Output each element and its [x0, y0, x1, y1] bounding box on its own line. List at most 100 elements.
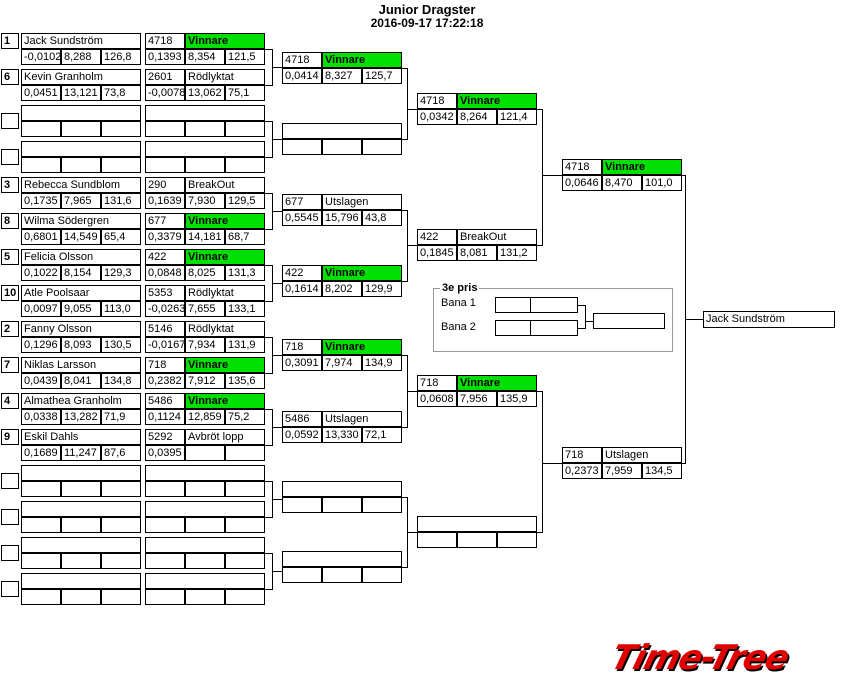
- car-number[interactable]: 4718: [145, 33, 185, 49]
- round2-reaction-time: 0,3091: [282, 355, 322, 371]
- driver-name[interactable]: Niklas Larsson: [21, 357, 141, 373]
- driver-name-empty[interactable]: [21, 141, 141, 157]
- round2-car-number[interactable]: 4718: [282, 52, 322, 68]
- lane1-input-b[interactable]: [530, 297, 578, 313]
- driver-name[interactable]: Rebecca Sundblom: [21, 177, 141, 193]
- run-status[interactable]: Vinnare: [185, 393, 265, 409]
- semifinal-speed: 101,0: [642, 175, 682, 191]
- driver-name[interactable]: Almathea Granholm: [21, 393, 141, 409]
- round2-car-number[interactable]: 5486: [282, 411, 322, 427]
- elapsed-time-2: 7,934: [185, 337, 225, 353]
- run-status[interactable]: Vinnare: [185, 33, 265, 49]
- car-number[interactable]: 677: [145, 213, 185, 229]
- round3-car-number[interactable]: 4718: [417, 93, 457, 109]
- round3-status[interactable]: BreakOut: [457, 229, 537, 245]
- bracket-line: [272, 283, 282, 284]
- seed-number-empty: [1, 581, 19, 597]
- seed-number: 3: [1, 177, 19, 193]
- bracket-line: [407, 391, 417, 392]
- driver-name-empty[interactable]: [21, 537, 141, 553]
- round2-status[interactable]: Vinnare: [322, 265, 402, 281]
- round3-empty[interactable]: [417, 516, 537, 532]
- round3-car-number[interactable]: 718: [417, 375, 457, 391]
- result-empty[interactable]: [145, 501, 265, 517]
- seed-number-empty: [1, 509, 19, 525]
- round3-status[interactable]: Vinnare: [457, 375, 537, 391]
- result-empty[interactable]: [145, 141, 265, 157]
- round2-status[interactable]: Vinnare: [322, 339, 402, 355]
- round2-status[interactable]: Vinnare: [322, 52, 402, 68]
- result-empty[interactable]: [145, 573, 265, 589]
- lane1-input[interactable]: [495, 297, 531, 313]
- round3-status[interactable]: Vinnare: [457, 93, 537, 109]
- car-number[interactable]: 2601: [145, 69, 185, 85]
- result-empty[interactable]: [145, 465, 265, 481]
- car-number[interactable]: 5292: [145, 429, 185, 445]
- driver-name[interactable]: Fanny Olsson: [21, 321, 141, 337]
- run-status[interactable]: Rödlyktat: [185, 285, 265, 301]
- car-number[interactable]: 5146: [145, 321, 185, 337]
- bracket-line: [272, 499, 282, 500]
- round2-empty[interactable]: [282, 481, 402, 497]
- run-status[interactable]: Rödlyktat: [185, 321, 265, 337]
- third-place-result[interactable]: [593, 313, 665, 329]
- driver-name[interactable]: Atle Poolsaar: [21, 285, 141, 301]
- speed: 131,6: [101, 193, 141, 209]
- driver-name[interactable]: Eskil Dahls: [21, 429, 141, 445]
- semifinal-status[interactable]: Utslagen: [602, 447, 682, 463]
- round2-elapsed-time: 8,327: [322, 68, 362, 84]
- round2-car-number[interactable]: 718: [282, 339, 322, 355]
- car-number[interactable]: 422: [145, 249, 185, 265]
- semifinal-car-number[interactable]: 718: [562, 447, 602, 463]
- lane2-input-b[interactable]: [530, 320, 578, 336]
- result-empty[interactable]: [145, 105, 265, 121]
- empty-cell: [21, 517, 61, 533]
- semifinal-elapsed-time: 8,470: [602, 175, 642, 191]
- driver-name[interactable]: Wilma Södergren: [21, 213, 141, 229]
- driver-name[interactable]: Jack Sundström: [21, 33, 141, 49]
- bracket-line: [407, 68, 408, 140]
- empty-cell: [185, 517, 225, 533]
- elapsed-time: 8,093: [61, 337, 101, 353]
- lane2-input[interactable]: [495, 320, 531, 336]
- round2-car-number[interactable]: 422: [282, 265, 322, 281]
- semifinal-car-number[interactable]: 4718: [562, 159, 602, 175]
- run-status[interactable]: Avbröt lopp: [185, 429, 265, 445]
- result-empty[interactable]: [145, 537, 265, 553]
- speed-2: 133,1: [225, 301, 265, 317]
- run-status[interactable]: Vinnare: [185, 249, 265, 265]
- car-number[interactable]: 718: [145, 357, 185, 373]
- empty-cell: [101, 157, 141, 173]
- champion-box[interactable]: Jack Sundström: [703, 311, 835, 328]
- round2-empty[interactable]: [282, 551, 402, 567]
- round2-status[interactable]: Utslagen: [322, 411, 402, 427]
- elapsed-time-2: 7,655: [185, 301, 225, 317]
- bracket-line: [265, 337, 273, 338]
- elapsed-time-2: 8,025: [185, 265, 225, 281]
- car-number[interactable]: 290: [145, 177, 185, 193]
- round2-empty: [362, 497, 402, 513]
- driver-name[interactable]: Felicia Olsson: [21, 249, 141, 265]
- driver-name-empty[interactable]: [21, 501, 141, 517]
- bracket-line: [265, 193, 273, 194]
- run-status[interactable]: BreakOut: [185, 177, 265, 193]
- bracket-line: [402, 281, 408, 282]
- car-number[interactable]: 5486: [145, 393, 185, 409]
- semifinal-status[interactable]: Vinnare: [602, 159, 682, 175]
- round2-status[interactable]: Utslagen: [322, 194, 402, 210]
- driver-name-empty[interactable]: [21, 105, 141, 121]
- run-status[interactable]: Vinnare: [185, 357, 265, 373]
- driver-name[interactable]: Kevin Granholm: [21, 69, 141, 85]
- run-status[interactable]: Vinnare: [185, 213, 265, 229]
- bracket-line: [407, 245, 417, 246]
- bracket-line: [265, 301, 273, 302]
- round2-car-number[interactable]: 677: [282, 194, 322, 210]
- car-number[interactable]: 5353: [145, 285, 185, 301]
- run-status[interactable]: Rödlyktat: [185, 69, 265, 85]
- reaction-time-2: 0,1639: [145, 193, 185, 209]
- round3-car-number[interactable]: 422: [417, 229, 457, 245]
- round2-empty[interactable]: [282, 123, 402, 139]
- driver-name-empty[interactable]: [21, 465, 141, 481]
- empty-cell: [21, 553, 61, 569]
- driver-name-empty[interactable]: [21, 573, 141, 589]
